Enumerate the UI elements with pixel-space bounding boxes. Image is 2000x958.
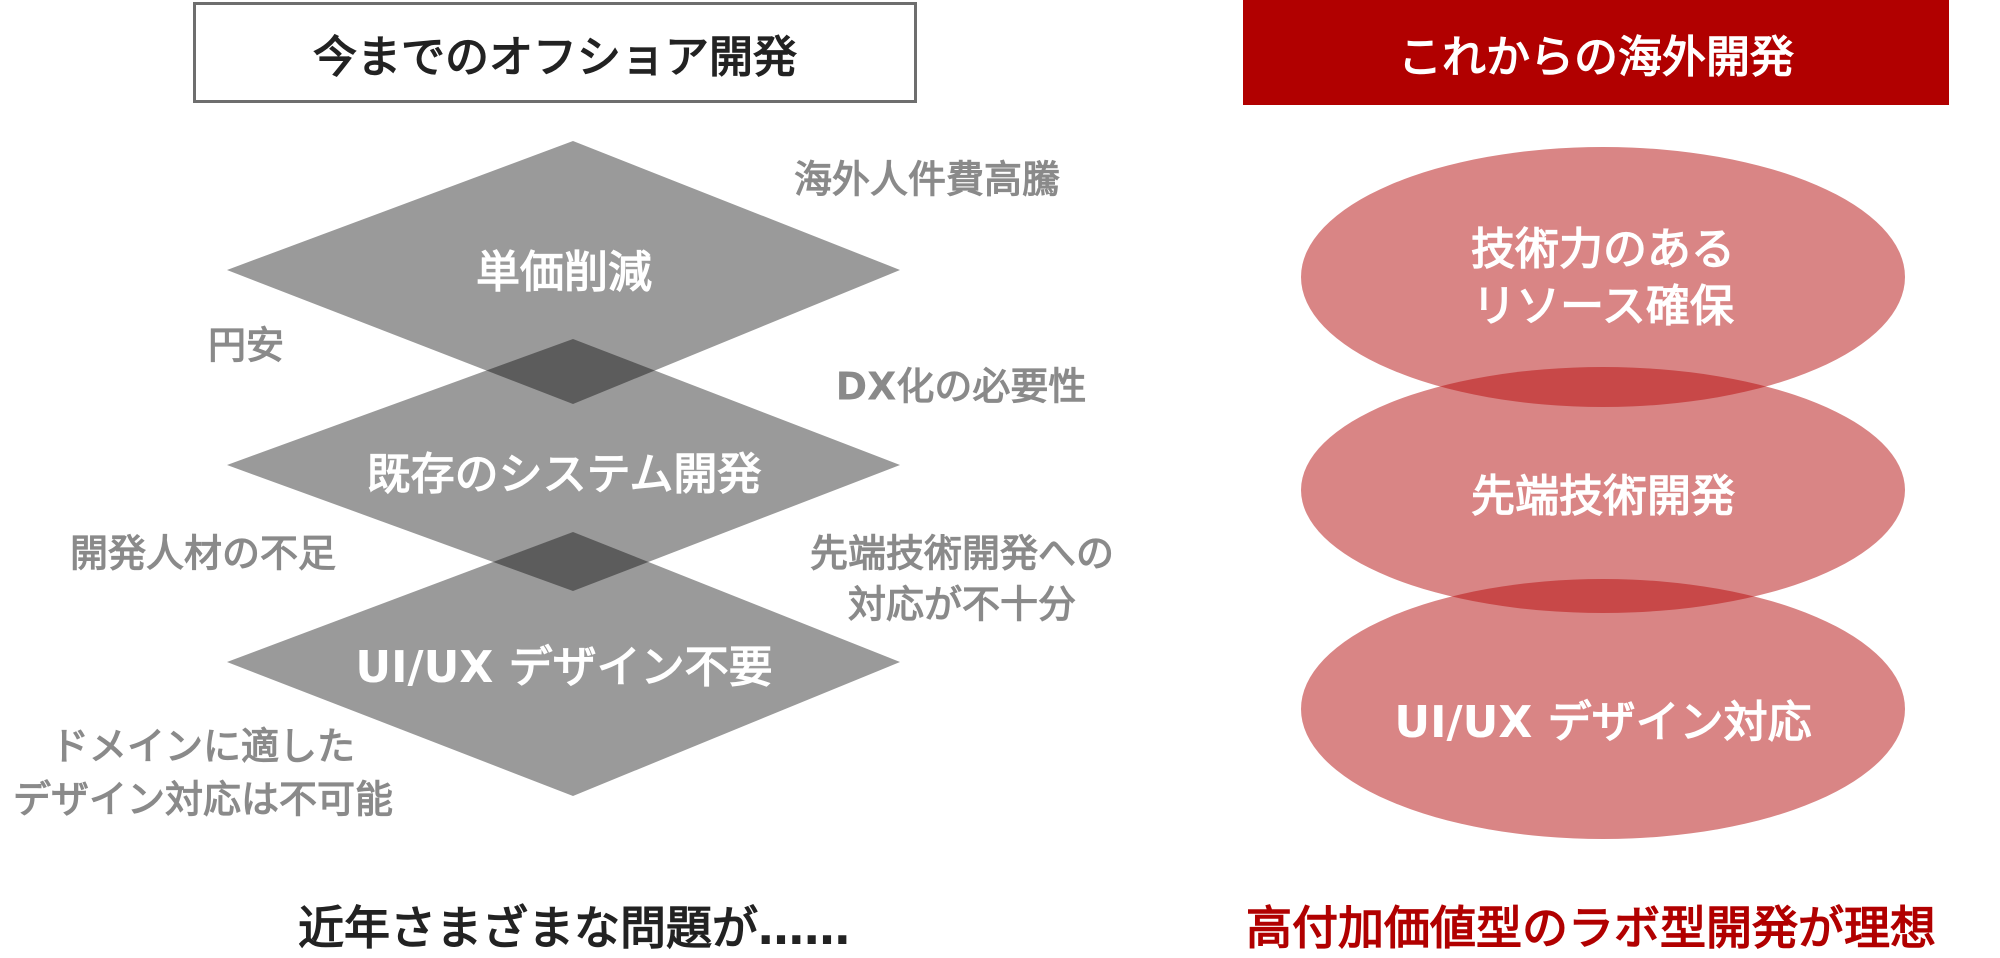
right-panel-header: これからの海外開発 — [1243, 0, 1949, 105]
ellipse-label-2: 先端技術開発 — [1471, 471, 1735, 522]
note-weak-yen: 円安 — [207, 323, 285, 368]
note-overseas-labor-cost: 海外人件費高騰 — [793, 157, 1061, 202]
left-conclusion: 近年さまざまな問題が…… — [298, 901, 850, 955]
diamond-label-1: 単価削減 — [476, 247, 652, 298]
ellipse-layer-1 — [1301, 147, 1905, 407]
diamond-layer-2 — [227, 339, 900, 591]
right-conclusion: 高付加価値型のラボ型開発が理想 — [1246, 901, 1936, 955]
ellipse-label-1-line2: リソース確保 — [1472, 281, 1734, 332]
diamond-label-3: UI/UX デザイン不要 — [355, 642, 773, 693]
note-advanced-tech-line2: 対応が不十分 — [847, 582, 1077, 627]
note-advanced-tech-line1: 先端技術開発への — [809, 531, 1115, 576]
ellipse-layer-2 — [1301, 367, 1905, 613]
note-dx-need: DX化の必要性 — [835, 364, 1087, 409]
diamond-layer-3 — [227, 532, 900, 796]
diamond-label-2: 既存のシステム開発 — [366, 449, 762, 500]
left-panel-header: 今までのオフショア開発 — [193, 2, 917, 103]
diamond-layer-1 — [227, 141, 900, 404]
ellipse-layer-3 — [1301, 579, 1905, 839]
ellipse-label-3: UI/UX デザイン対応 — [1394, 697, 1812, 748]
note-talent-shortage: 開発人材の不足 — [69, 531, 337, 576]
ellipse-label-1-line1: 技術力のある — [1471, 224, 1735, 275]
note-domain-design-line2: デザイン対応は不可能 — [12, 777, 394, 822]
note-domain-design-line1: ドメインに適した — [50, 724, 356, 769]
